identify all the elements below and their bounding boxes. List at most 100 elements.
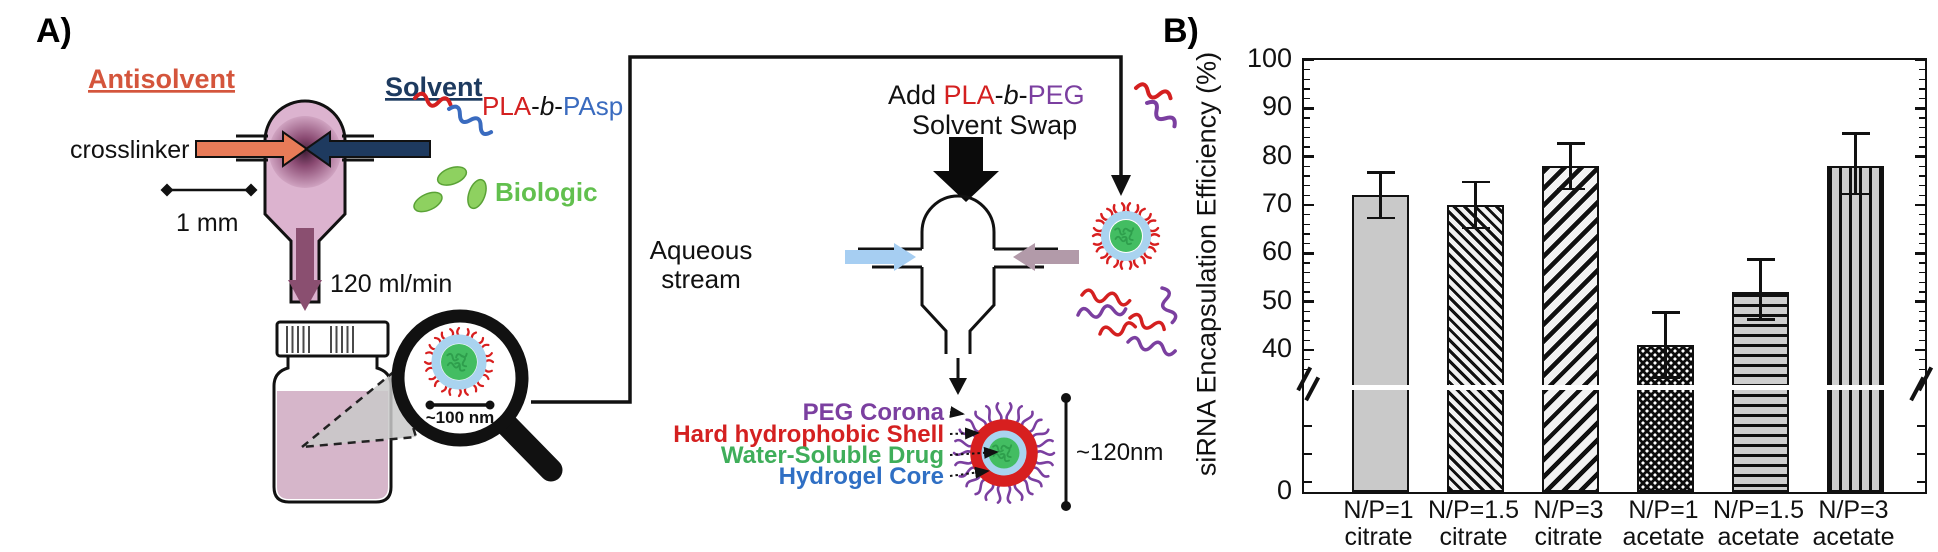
- y-minor-tick: [1304, 146, 1310, 148]
- core-squiggle: [1121, 235, 1132, 246]
- y-minor-tick: [1919, 194, 1925, 197]
- y-major-tick: [1304, 252, 1314, 255]
- y-major-tick: [1304, 58, 1314, 62]
- corona-strand: [1148, 233, 1161, 238]
- core-squiggle: [1114, 235, 1127, 243]
- corona-strand: [1142, 212, 1152, 222]
- corona-strand: [1014, 404, 1024, 425]
- corona-strand: [1112, 203, 1119, 215]
- scale-bar-1mm-label: 1 mm: [176, 209, 239, 237]
- flow-rate-label: 120 ml/min: [330, 270, 452, 298]
- error-bar: [1651, 311, 1680, 379]
- y-major-tick: [1915, 203, 1925, 207]
- y-minor-tick: [1919, 97, 1925, 100]
- y-tick-label: 60: [1261, 236, 1292, 267]
- x-label-line1: N/P=3: [1818, 496, 1889, 524]
- y-major-tick: [1915, 58, 1925, 62]
- y-minor-tick: [1919, 242, 1925, 245]
- corona-strand: [1146, 245, 1157, 253]
- connector-line: [531, 55, 1131, 404]
- error-bar-part: [1854, 132, 1857, 196]
- y-minor-tick: [1919, 271, 1925, 274]
- error-bar-part: [1746, 318, 1775, 321]
- size-bracket-label: ~120nm: [1076, 439, 1163, 466]
- error-bar-part: [1841, 192, 1870, 196]
- corona-strand: [1120, 202, 1126, 214]
- y-tick-label: 40: [1261, 332, 1292, 363]
- corona-strand: [974, 478, 988, 496]
- legend-core: Hydrogel Core: [779, 463, 944, 490]
- corona-strand: [954, 438, 975, 448]
- corona-strand: [1091, 233, 1104, 238]
- y-minor-tick: [1919, 223, 1925, 226]
- error-bar-part: [1461, 226, 1490, 230]
- y-minor-tick: [1304, 425, 1312, 427]
- y-minor-tick: [1304, 320, 1310, 322]
- chart-bar: [1447, 205, 1504, 492]
- error-bar-part: [1556, 142, 1585, 145]
- y-minor-tick: [1919, 136, 1925, 139]
- y-minor-tick: [1919, 233, 1925, 235]
- error-bar-part: [1379, 171, 1382, 220]
- corona-strand: [1138, 207, 1146, 218]
- error-bar: [1366, 171, 1395, 220]
- corona-strand: [1100, 250, 1110, 260]
- corona-strand: [1100, 212, 1110, 222]
- y-minor-tick: [1919, 339, 1925, 342]
- y-tick-label: 0: [1276, 475, 1292, 505]
- x-label-line2: acetate: [1622, 523, 1705, 551]
- y-minor-tick: [1304, 68, 1310, 71]
- plot-area: [1296, 58, 1933, 494]
- corona-strand: [1033, 438, 1054, 448]
- y-minor-tick: [1919, 358, 1925, 361]
- corona-strand: [965, 418, 982, 434]
- corona-strand: [1092, 226, 1104, 233]
- corona-strand: [1092, 240, 1104, 246]
- connector-arrowhead: [1111, 175, 1131, 196]
- corona-strand: [984, 404, 994, 425]
- corona-strand: [1095, 245, 1106, 253]
- y-minor-tick: [1919, 291, 1925, 293]
- y-minor-tick: [1304, 281, 1310, 284]
- corona-strand: [1026, 418, 1043, 434]
- error-bar-part: [1841, 132, 1870, 135]
- axis-break-strip: [1307, 385, 1922, 390]
- y-minor-tick: [1304, 175, 1310, 177]
- core-squiggle: [1005, 446, 1012, 458]
- nanoparticle-pre-swap: [1091, 202, 1161, 270]
- antisolvent-label: Antisolvent: [88, 64, 235, 94]
- corona-strand: [1132, 257, 1139, 269]
- core-squiggle: [446, 352, 459, 362]
- biologic-label: Biologic: [495, 177, 598, 207]
- nanoparticle-final: [952, 402, 1056, 504]
- error-bar-part: [1569, 142, 1572, 191]
- corona-strand: [1119, 258, 1125, 270]
- polymer-squiggle-blue: [447, 104, 494, 136]
- y-minor-tick: [1919, 68, 1925, 71]
- y-minor-tick: [1919, 88, 1925, 90]
- process-diagram: Antisolvent Solvent crosslinker 1 mm 120…: [70, 55, 1178, 511]
- corona-strand: [1106, 254, 1114, 265]
- corona-strand: [1026, 472, 1043, 488]
- x-label-line1: N/P=1: [1628, 496, 1699, 524]
- nanoparticle-feed-arrow: [1013, 243, 1079, 271]
- y-minor-tick: [1919, 175, 1925, 177]
- core-squiggle: [999, 452, 1010, 463]
- solvent-swap-arrow: [933, 137, 999, 202]
- error-bar-part: [1759, 258, 1762, 321]
- swap-mixer: [858, 194, 1058, 354]
- corona-strand: [1020, 478, 1034, 496]
- y-minor-tick: [1304, 117, 1310, 119]
- error-bar-part: [1461, 180, 1490, 184]
- y-minor-tick: [1304, 97, 1310, 100]
- y-minor-tick: [1304, 136, 1310, 139]
- corona-strand: [1127, 258, 1133, 270]
- y-minor-tick: [1304, 358, 1310, 361]
- y-tick-label: 70: [1261, 187, 1292, 218]
- y-minor-tick: [1917, 453, 1925, 455]
- core-squiggle: [1114, 227, 1126, 236]
- y-minor-tick: [1917, 481, 1925, 483]
